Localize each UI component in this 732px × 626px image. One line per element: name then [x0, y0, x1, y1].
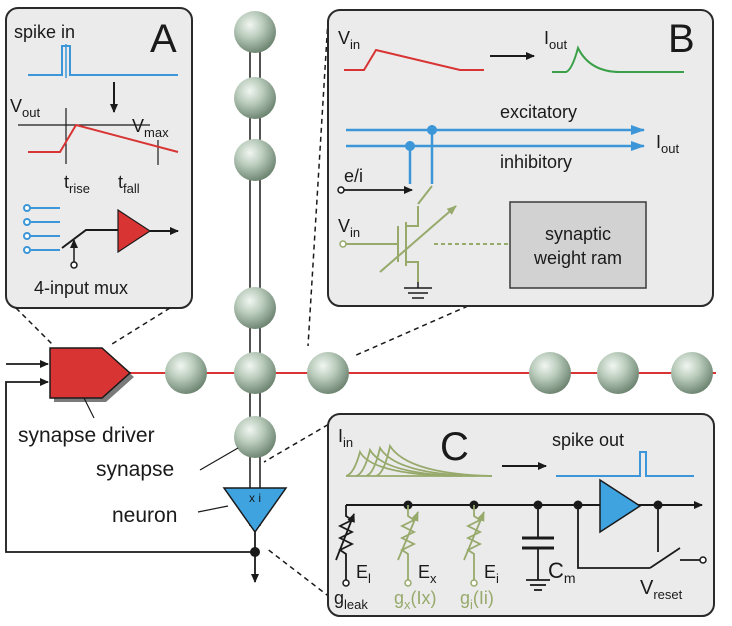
threshold-comparator: [599, 478, 642, 534]
excitatory-label: excitatory: [500, 102, 577, 122]
synapse-driver-label: synapse driver: [18, 424, 155, 447]
synaptic-weight-ram: [509, 201, 647, 289]
ex-label: Ex: [418, 562, 437, 586]
inhibitory-node: [405, 141, 415, 151]
ram-label-2: weight ram: [533, 248, 622, 268]
iout-bus-label: Iout: [656, 132, 679, 156]
gx-resistor: [397, 505, 419, 580]
iout-label: Iout: [544, 28, 567, 52]
synapse-sphere: [234, 11, 276, 53]
neuron-label: neuron: [112, 504, 177, 527]
iout-trace: [552, 45, 684, 73]
reset-path: [577, 505, 650, 569]
spike-out-label: spike out: [552, 430, 624, 450]
gi-resistor: [463, 505, 485, 580]
spike-out-trace: [556, 451, 694, 477]
synapse-sphere: [529, 352, 571, 394]
panel-a-letter: A: [150, 17, 177, 61]
neuron-leader: [197, 505, 229, 513]
output-node: [250, 547, 260, 557]
mux-label: 4-input mux: [34, 278, 128, 298]
synapse-sphere: [165, 352, 207, 394]
mux-driver-triangle: [117, 208, 152, 254]
iin-label: Iin: [338, 426, 353, 450]
ram-label-1: synaptic: [545, 224, 611, 244]
ei-switch: [417, 185, 433, 205]
reset-switch: [649, 547, 681, 569]
cm-label: Cm: [548, 558, 576, 586]
network: x i synapse driver synapse neuron: [5, 11, 716, 583]
panel-c-frame: [327, 413, 715, 617]
panel-b: B Vin Iout excitatory inhibitory Iout e/…: [327, 9, 714, 307]
synapse-sphere: [597, 352, 639, 394]
panel-a: A spike in Vout Vmax trise tfall 4-input…: [5, 7, 193, 309]
vout-label: Vout: [10, 96, 40, 120]
synapse-sphere: [234, 352, 276, 394]
inhibitory-label: inhibitory: [500, 152, 572, 172]
ei-c-label: Ei: [484, 562, 499, 586]
synapse-leader: [199, 447, 239, 471]
vout-trace: [28, 123, 179, 153]
synapse-spheres: [165, 11, 713, 458]
gx-label: gx(Ix): [394, 588, 437, 612]
callout-lines: [15, 19, 469, 609]
membrane-capacitor: [522, 505, 554, 591]
synapse-driver: [49, 347, 132, 399]
gleak-label: gleak: [334, 588, 368, 612]
ei-label: e/i: [344, 166, 363, 186]
mux-inputs: [23, 204, 60, 254]
synapse-sphere: [234, 139, 276, 181]
tfall-label: tfall: [118, 172, 140, 196]
synapse-sphere: [234, 287, 276, 329]
panel-c-letter: C: [440, 425, 469, 469]
vin-trace: [344, 48, 484, 71]
gleak-resistor: [335, 505, 355, 580]
weight-transistor: [346, 205, 457, 282]
synapse-label: synapse: [96, 458, 174, 481]
panel-b-letter: B: [668, 17, 695, 61]
spike-in-label: spike in: [14, 22, 75, 42]
synapse-sphere: [307, 352, 349, 394]
iin-traces: [345, 443, 493, 477]
vin-label: Vin: [338, 28, 360, 52]
gi-label: gi(Ii): [460, 588, 494, 612]
vin2-label: Vin: [338, 216, 360, 240]
vreset-label: Vreset: [640, 577, 683, 602]
neuron-mark: x i: [249, 491, 261, 505]
feedback-loop: [5, 381, 255, 553]
synapse-sphere: [234, 77, 276, 119]
el-label: El: [356, 562, 371, 586]
synapse-sphere: [234, 416, 276, 458]
excitatory-node: [427, 125, 437, 135]
vmax-label: Vmax: [132, 116, 169, 140]
trise-label: trise: [64, 172, 90, 196]
neuron-triangle: [222, 487, 288, 534]
panel-c: C Iin spike out El gleak: [327, 413, 715, 617]
ground-b: [404, 282, 432, 299]
driver-leader: [83, 397, 95, 419]
synapse-sphere: [671, 352, 713, 394]
